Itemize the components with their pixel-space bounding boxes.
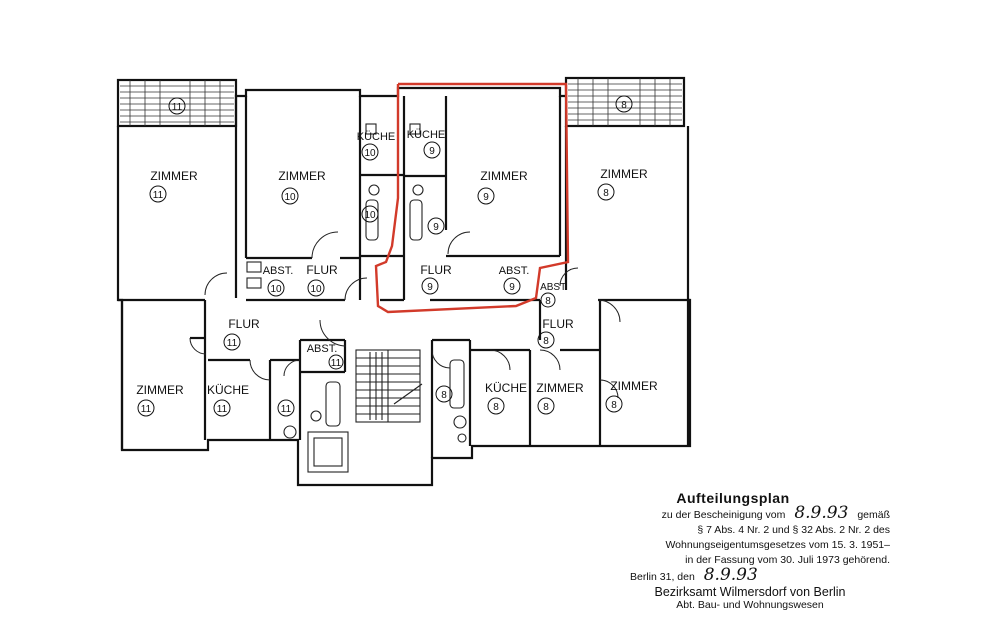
zimmer-9-label: ZIMMER xyxy=(480,169,528,183)
caption-line-1: zu der Bescheinigung vom 8.9.93 gemäß xyxy=(590,503,890,523)
bath-11-num: 11 xyxy=(281,404,292,415)
caption-department: Abt. Bau- und Wohnungswesen xyxy=(676,599,824,611)
caption-line-3: Wohnungseigentumsgesetzes vom 15. 3. 195… xyxy=(665,539,890,551)
balcony-8-num: 8 xyxy=(621,100,627,111)
kueche-11-num: 11 xyxy=(217,404,228,415)
abst-9-num: 9 xyxy=(509,282,515,293)
flur-9-num: 9 xyxy=(427,282,433,293)
door-swings xyxy=(189,231,621,399)
stairwell xyxy=(307,349,423,473)
caption-handwritten-date-1: 8.9.93 xyxy=(794,503,849,523)
flur-11-num: 11 xyxy=(227,338,238,349)
caption-line-1-post: gemäß xyxy=(857,509,890,521)
plan-caption: Aufteilungsplan zu der Bescheinigung vom… xyxy=(590,490,890,611)
interior-walls xyxy=(118,96,690,458)
zimmer-10-num: 10 xyxy=(284,192,296,203)
kueche-10-num: 10 xyxy=(364,148,376,159)
kueche-11-label: KÜCHE xyxy=(207,383,249,397)
room-labels: 11 8 ZIMMER 11 ZIMMER 10 KÜCHE 10 10 ABS… xyxy=(136,95,658,417)
caption-line-4: in der Fassung vom 30. Juli 1973 gehören… xyxy=(685,554,890,566)
bath-fixtures xyxy=(246,123,467,443)
flur-9-label: FLUR xyxy=(420,263,452,277)
flur-10-label: FLUR xyxy=(306,263,338,277)
zimmer-11-bottom-num: 11 xyxy=(141,404,152,415)
flur-8-num: 8 xyxy=(543,336,549,347)
caption-line-2: § 7 Abs. 4 Nr. 2 und § 32 Abs. 2 Nr. 2 d… xyxy=(697,524,890,536)
caption-office: Bezirksamt Wilmersdorf von Berlin xyxy=(654,585,846,599)
zimmer-8-mid-num: 8 xyxy=(543,402,549,413)
flur-11-label: FLUR xyxy=(228,317,260,331)
kueche-9-num: 9 xyxy=(429,146,435,157)
caption-line-1-pre: zu der Bescheinigung vom xyxy=(661,509,786,521)
balcony-left xyxy=(116,78,238,128)
abst-10-num: 10 xyxy=(270,284,282,295)
zimmer-8-mid-label: ZIMMER xyxy=(536,381,584,395)
bath-10-num: 10 xyxy=(364,210,376,221)
abst-9-label: ABST. xyxy=(499,265,530,277)
kueche-8-label: KÜCHE xyxy=(485,381,527,395)
abst-8-num: 8 xyxy=(545,296,551,307)
kueche-8-num: 8 xyxy=(493,402,499,413)
zimmer-10-label: ZIMMER xyxy=(278,169,326,183)
zimmer-8-bottom-num: 8 xyxy=(611,400,617,411)
kueche-10-label: KÜCHE xyxy=(357,131,396,143)
abst-11-num: 11 xyxy=(331,358,342,369)
balcony-11-num: 11 xyxy=(172,102,183,113)
kueche-9-label: KÜCHE xyxy=(407,129,446,141)
zimmer-8-top-label: ZIMMER xyxy=(600,167,648,181)
flur-10-num: 10 xyxy=(310,284,322,295)
caption-line-5-pre: Berlin 31, den xyxy=(630,571,695,583)
zimmer-11-top-num: 11 xyxy=(153,190,164,201)
zimmer-8-bottom-label: ZIMMER xyxy=(610,379,658,393)
abst-10-label: ABST. xyxy=(263,265,294,277)
zimmer-8-top-num: 8 xyxy=(603,188,609,199)
caption-line-5: Berlin 31, den 8.9.93 xyxy=(590,565,890,585)
abst-8-label: ABST. xyxy=(540,282,568,293)
bath-8-num: 8 xyxy=(441,390,447,401)
zimmer-11-bottom-label: ZIMMER xyxy=(136,383,184,397)
zimmer-11-top-label: ZIMMER xyxy=(150,169,198,183)
highlight-outline xyxy=(374,82,570,314)
bath-9-num: 9 xyxy=(433,222,439,233)
abst-11-label: ABST. xyxy=(307,343,338,355)
caption-title: Aufteilungsplan xyxy=(676,490,790,506)
zimmer-9-num: 9 xyxy=(483,192,489,203)
caption-handwritten-date-2: 8.9.93 xyxy=(703,565,758,585)
flur-8-label: FLUR xyxy=(542,317,574,331)
